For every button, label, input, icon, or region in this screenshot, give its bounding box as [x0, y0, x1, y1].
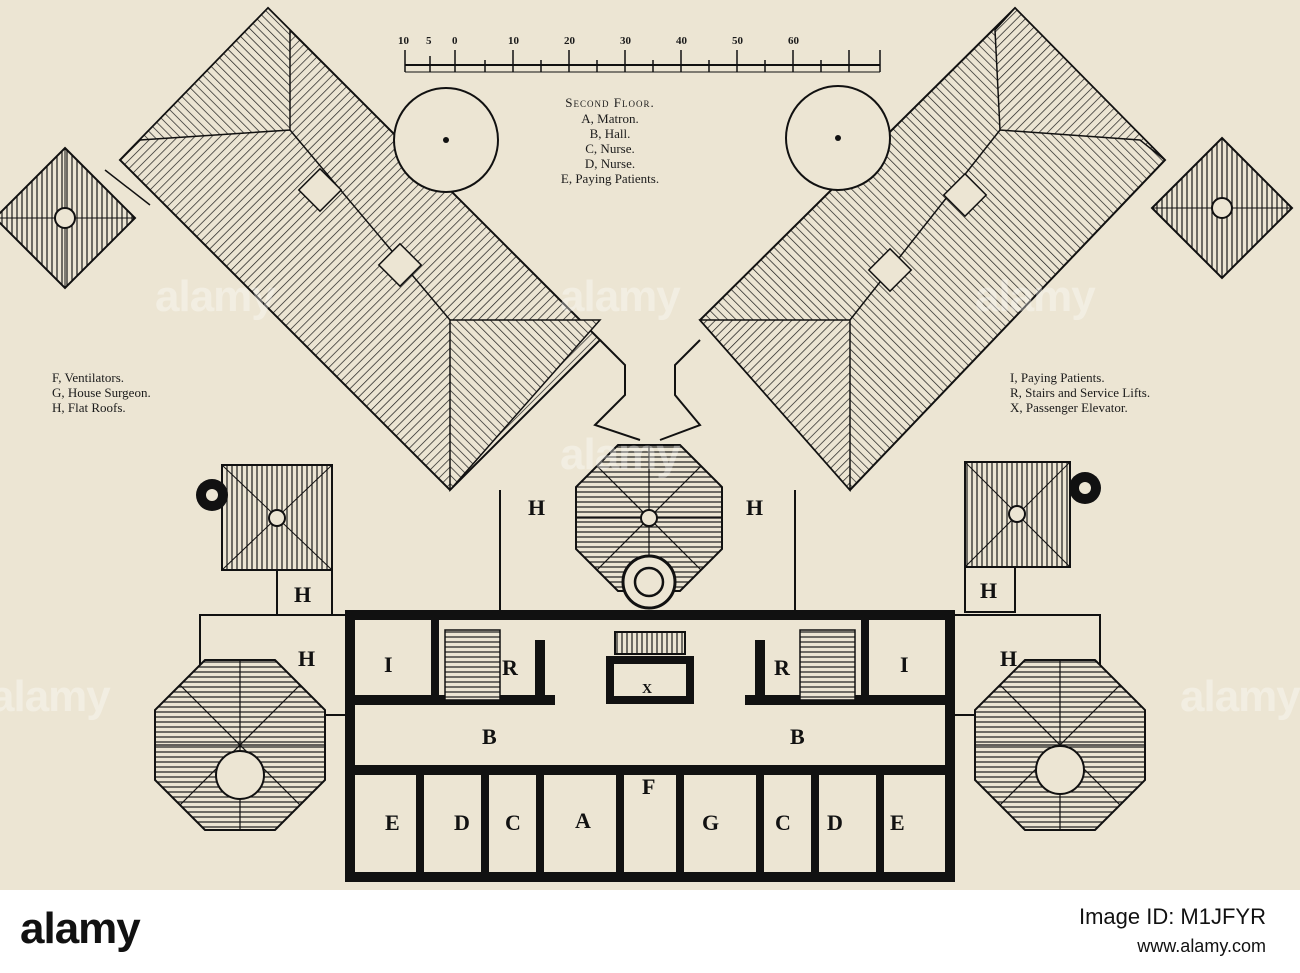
right-octagon-roof	[974, 659, 1146, 831]
legend-item: E, Paying Patients.	[560, 171, 660, 186]
label-e-left: E	[385, 810, 400, 835]
label-h-right-wing: H	[1000, 646, 1017, 671]
legend-left: F, Ventilators. G, House Surgeon. H, Fla…	[52, 370, 151, 415]
legend-item: D, Nurse.	[584, 156, 636, 171]
legend-title: Second Floor.	[565, 95, 655, 110]
label-h-center-right: H	[746, 495, 763, 520]
footer-bar: alamy Image ID: M1JFYR www.alamy.com	[0, 890, 1300, 973]
scale-tick-40: 40	[676, 35, 688, 47]
legend-right: I, Paying Patients. R, Stairs and Servic…	[1010, 370, 1150, 415]
legend-second-floor: Second Floor. A, Matron. B, Hall. C, Nur…	[520, 95, 700, 186]
label-d-right: D	[827, 810, 843, 835]
right-ventilator	[1150, 136, 1294, 280]
right-small-roof	[964, 461, 1101, 568]
legend-item: R, Stairs and Service Lifts.	[1010, 385, 1151, 400]
label-c-left: C	[505, 810, 521, 835]
legend-item: C, Nurse.	[585, 141, 635, 156]
label-r-right: R	[774, 655, 791, 680]
left-octagon-roof	[154, 659, 326, 831]
right-spiral-stair	[785, 85, 891, 191]
label-d-left: D	[454, 810, 470, 835]
right-wing	[698, 6, 1167, 492]
label-h-right-small: H	[980, 578, 997, 603]
left-wing	[118, 6, 602, 492]
label-a: A	[575, 808, 591, 833]
scale-tick-10-neg: 10	[398, 35, 410, 47]
central-connector	[499, 339, 796, 615]
scale-bar: 10 5 0 10 20 30 40 50 60	[398, 35, 881, 73]
left-spiral-stair	[393, 87, 499, 193]
label-f: F	[642, 774, 655, 799]
scale-tick-50: 50	[732, 35, 744, 47]
legend-item: X, Passenger Elevator.	[1010, 400, 1128, 415]
legend-item: I, Paying Patients.	[1010, 370, 1105, 385]
label-r-left: R	[502, 655, 519, 680]
legend-item: B, Hall.	[589, 126, 631, 141]
label-h-left-wing: H	[298, 646, 315, 671]
label-x: X	[642, 682, 652, 697]
label-h-left-small: H	[294, 582, 311, 607]
label-b-left: B	[482, 724, 497, 749]
legend-item: F, Ventilators.	[52, 370, 125, 385]
label-i-right: I	[900, 652, 909, 677]
scale-tick-20: 20	[564, 35, 576, 47]
legend-item: A, Matron.	[581, 111, 639, 126]
scale-tick-0: 0	[452, 35, 458, 47]
plan-labels: H H H H H H I I R R B B E D C A F G C D …	[294, 495, 1017, 835]
label-b-right: B	[790, 724, 805, 749]
footer-image-id: Image ID: M1JFYR	[1078, 904, 1266, 929]
label-h-center-left: H	[528, 495, 545, 520]
label-e-right: E	[890, 810, 905, 835]
footer-url[interactable]: www.alamy.com	[1137, 936, 1266, 956]
legend-item: H, Flat Roofs.	[52, 400, 126, 415]
scale-tick-60: 60	[788, 35, 800, 47]
floor-plan: 10 5 0 10 20 30 40 50 60	[0, 6, 1294, 882]
central-octagon	[575, 444, 723, 610]
scale-tick-5-neg: 5	[426, 35, 432, 47]
scale-tick-30: 30	[620, 35, 632, 47]
label-g: G	[702, 810, 719, 835]
legend-item: G, House Surgeon.	[52, 385, 151, 400]
label-c-right: C	[775, 810, 791, 835]
left-small-roof	[196, 464, 333, 571]
label-i-left: I	[384, 652, 393, 677]
scale-tick-10: 10	[508, 35, 520, 47]
main-floor-block	[199, 610, 1101, 882]
left-ventilator	[0, 146, 151, 290]
footer-brand-logo[interactable]: alamy	[20, 904, 141, 953]
